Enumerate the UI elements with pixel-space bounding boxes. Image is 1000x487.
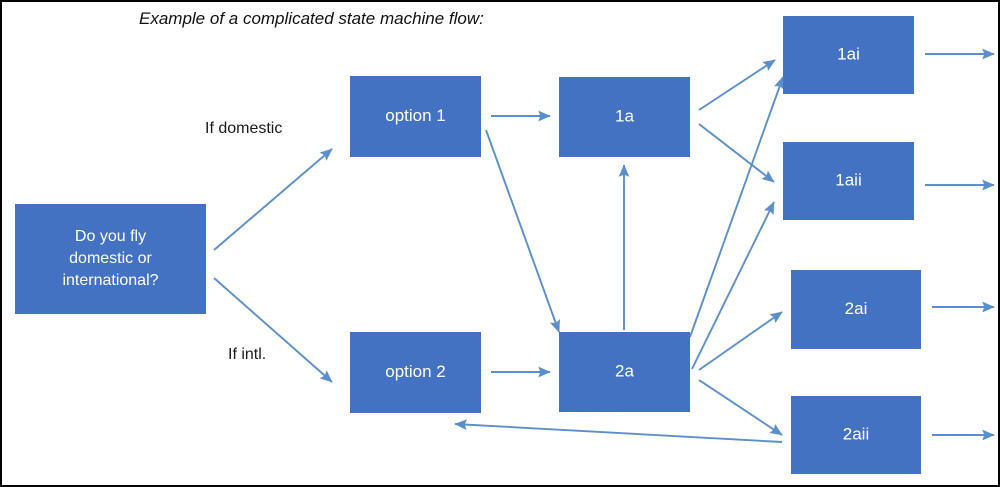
edge-1a-to-1ai — [698, 59, 776, 111]
node-rect-option1[interactable] — [350, 76, 481, 157]
node-label-question: domestic or — [69, 250, 152, 267]
node-label-question: international? — [62, 272, 158, 289]
node-option1[interactable]: option 1 — [350, 76, 481, 157]
node-label-2a: 2a — [615, 361, 634, 380]
edge-2a-to-2ai — [698, 311, 783, 371]
node-label-option2: option 2 — [385, 362, 446, 381]
edge-option1-to-2a — [485, 129, 560, 333]
edge-labels-layer: If domestic If intl. — [205, 120, 282, 363]
node-1aii[interactable]: 1aii — [783, 142, 914, 220]
node-label-1a: 1a — [615, 106, 634, 125]
node-label-1ai: 1ai — [837, 44, 860, 63]
node-1a[interactable]: 1a — [559, 77, 690, 157]
node-rect-2a[interactable] — [559, 332, 690, 412]
edge-question-to-option1 — [213, 148, 333, 251]
edge-1a-to-1aii — [698, 123, 775, 183]
nodes-layer: Do you fly domestic or international? optio… — [15, 16, 921, 474]
node-2ai[interactable]: 2ai — [791, 270, 921, 349]
node-rect-1a[interactable] — [559, 77, 690, 157]
node-label-1aii: 1aii — [835, 170, 861, 189]
node-question[interactable]: Do you fly domestic or international? — [15, 204, 206, 314]
edge-label-if-domestic: If domestic — [205, 120, 282, 137]
node-label-question: Do you fly — [75, 228, 146, 245]
node-1ai[interactable]: 1ai — [783, 16, 914, 94]
node-rect-question[interactable] — [15, 204, 206, 314]
edge-2a-to-1aii — [691, 201, 775, 370]
node-rect-option2[interactable] — [350, 332, 481, 413]
node-rect-2aii[interactable] — [791, 396, 921, 474]
node-rect-1aii[interactable] — [783, 142, 914, 220]
node-label-2aii: 2aii — [843, 424, 869, 443]
page-title: Example of a complicated state machine f… — [139, 9, 484, 28]
node-option2[interactable]: option 2 — [350, 332, 481, 413]
edge-question-to-option2 — [213, 277, 333, 383]
node-label-option1: option 1 — [385, 106, 446, 125]
edge-label-if-intl: If intl. — [228, 346, 266, 363]
edges-layer — [213, 48, 995, 443]
edge-2aii-to-option2 — [454, 419, 783, 443]
node-rect-2ai[interactable] — [791, 270, 921, 349]
node-label-2ai: 2ai — [845, 299, 868, 318]
node-2aii[interactable]: 2aii — [791, 396, 921, 474]
node-rect-1ai[interactable] — [783, 16, 914, 94]
edge-2a-to-1ai — [689, 76, 785, 338]
edge-2a-to-2aii — [698, 379, 783, 436]
node-2a[interactable]: 2a — [559, 332, 690, 412]
